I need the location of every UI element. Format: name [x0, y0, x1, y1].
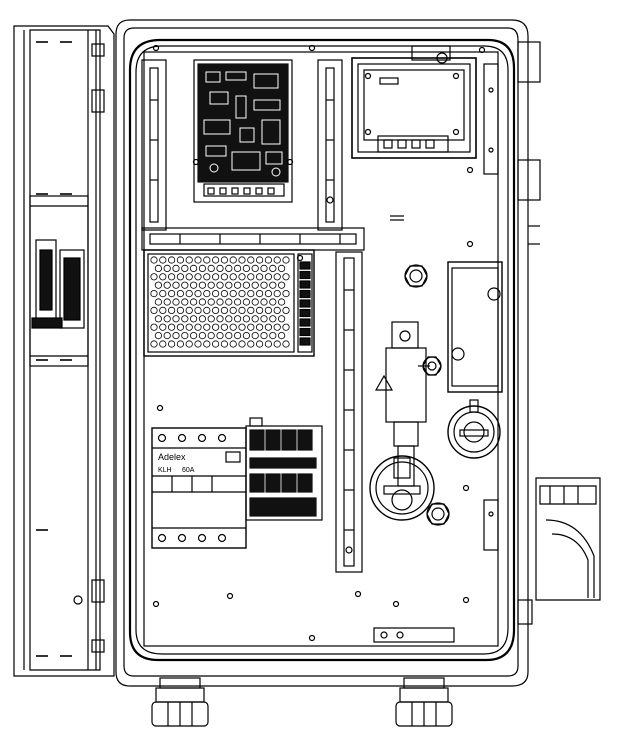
breaker-rating: 60A [182, 467, 195, 474]
cable-gland-middle [422, 356, 442, 376]
door-latch-mechanism [31, 239, 85, 329]
din-rail-vertical [335, 251, 363, 573]
pipe-flange-left [369, 455, 435, 521]
open-door [13, 25, 115, 677]
surge-protector [245, 417, 323, 521]
circuit-breaker: Adelex KLH 60A [151, 427, 247, 549]
junction-box [447, 261, 503, 393]
bottom-gland-right [395, 677, 453, 727]
power-supply [143, 249, 315, 357]
din-rail-middle [317, 59, 343, 231]
cable-gland-top [404, 264, 428, 288]
breaker-brand: Adelex [158, 452, 186, 462]
din-rail-left [141, 59, 167, 231]
breaker-model: KLH [158, 467, 172, 474]
pipe-flange-right [447, 399, 501, 459]
din-rail-horizontal [141, 227, 365, 251]
right-bracket-top [483, 63, 499, 175]
bottom-terminal-strip [373, 627, 455, 643]
control-board [192, 59, 294, 203]
module-box [351, 45, 477, 159]
right-bracket-bottom [483, 499, 499, 551]
side-fitting [535, 477, 601, 601]
cable-gland-bottom [426, 502, 450, 526]
bottom-gland-left [151, 677, 209, 727]
enclosure-body [115, 19, 541, 687]
